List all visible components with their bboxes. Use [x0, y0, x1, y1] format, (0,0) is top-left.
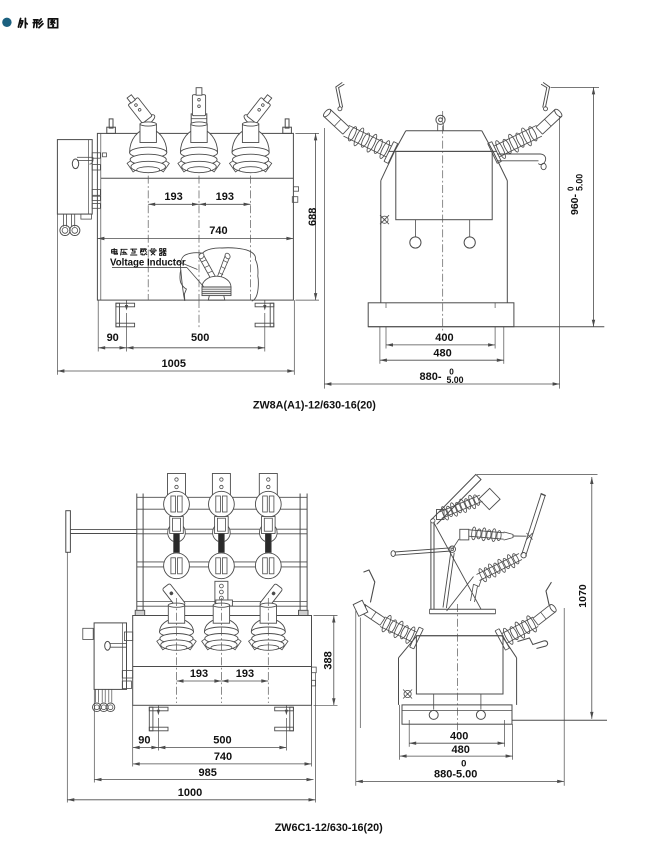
svg-text:90: 90 [138, 734, 150, 746]
svg-text:193: 193 [190, 668, 208, 680]
svg-text:880-5.00: 880-5.00 [434, 768, 477, 780]
svg-text:5.00: 5.00 [446, 375, 463, 385]
svg-text:500: 500 [191, 332, 209, 344]
svg-text:1070: 1070 [577, 584, 589, 608]
svg-text:193: 193 [164, 191, 182, 203]
svg-text:ZW8A(A1)-12/630-16(20): ZW8A(A1)-12/630-16(20) [253, 400, 376, 412]
svg-text:480: 480 [452, 744, 470, 756]
svg-text:688: 688 [307, 208, 319, 226]
svg-text:740: 740 [209, 225, 227, 237]
svg-text:90: 90 [107, 332, 119, 344]
svg-text:ZW6C1-12/630-16(20): ZW6C1-12/630-16(20) [275, 822, 383, 834]
svg-text:740: 740 [214, 751, 232, 763]
svg-text:1005: 1005 [162, 358, 186, 370]
svg-text:400: 400 [450, 730, 468, 742]
svg-text:5.00: 5.00 [575, 174, 585, 191]
svg-text:880-: 880- [419, 371, 441, 383]
svg-text:480: 480 [433, 347, 451, 359]
svg-text:985: 985 [199, 767, 217, 779]
svg-text:193: 193 [216, 191, 234, 203]
svg-text:1000: 1000 [178, 787, 202, 799]
svg-text:193: 193 [236, 668, 254, 680]
svg-text:Voltage Inductor: Voltage Inductor [110, 258, 186, 269]
svg-text:388: 388 [323, 651, 335, 669]
svg-text:500: 500 [213, 734, 231, 746]
svg-text:400: 400 [435, 332, 453, 344]
svg-text:960-: 960- [569, 193, 581, 215]
